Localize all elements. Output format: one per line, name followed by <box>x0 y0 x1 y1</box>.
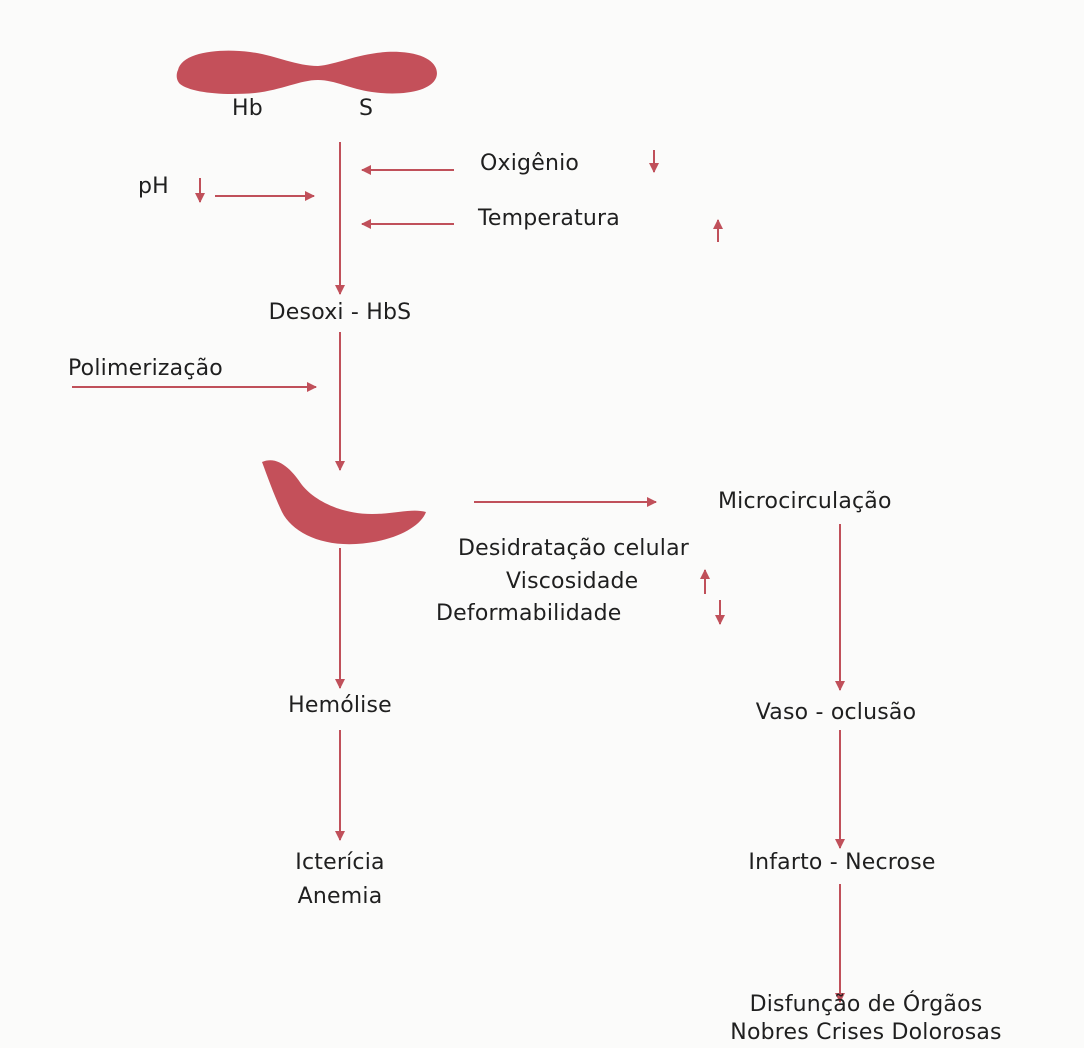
vaso-occlusion-label: Vaso - oclusão <box>756 700 917 726</box>
organ-dysfunction-label: Disfunção de Órgãos <box>750 992 983 1018</box>
oxygen-label: Oxigênio <box>480 151 579 177</box>
microcirculation-label: Microcirculação <box>718 489 892 515</box>
dehydration-label: Desidratação celular <box>458 536 689 562</box>
hb-label: Hb <box>232 96 263 122</box>
hemolysis-label: Hemólise <box>288 693 392 719</box>
anemia-label: Anemia <box>298 884 383 910</box>
jaundice-label: Icterícia <box>295 850 384 876</box>
infarction-label: Infarto - Necrose <box>748 850 935 876</box>
ph-label: pH <box>138 174 169 200</box>
hbs-molecule-shape <box>177 51 437 94</box>
temperature-label: Temperatura <box>478 206 620 232</box>
viscosity-label: Viscosidade <box>506 569 638 595</box>
sickle-cell-shape <box>262 460 426 544</box>
polymerization-label: Polimerização <box>68 356 223 382</box>
s-label: S <box>359 96 373 122</box>
desoxi-hbs-label: Desoxi - HbS <box>269 300 412 326</box>
painful-crises-label: Nobres Crises Dolorosas <box>730 1020 1001 1046</box>
deformability-label: Deformabilidade <box>436 601 622 627</box>
